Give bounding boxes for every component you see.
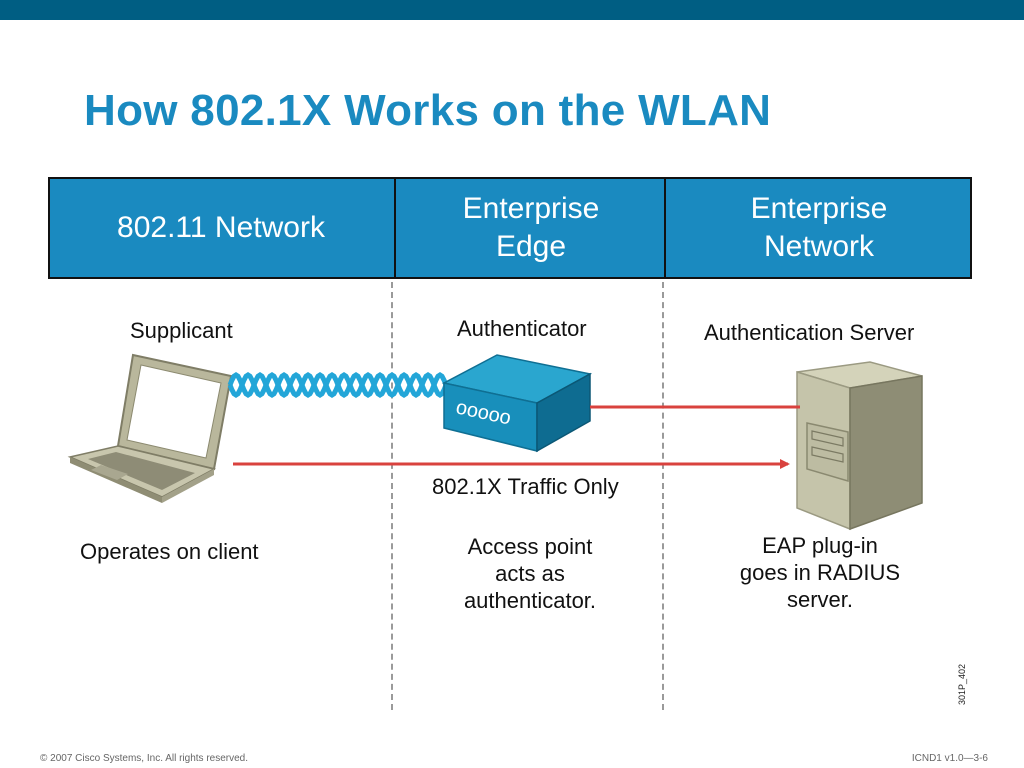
- footer-copyright: © 2007 Cisco Systems, Inc. All rights re…: [40, 753, 249, 764]
- zone-enterprise-edge: Enterprise Edge: [394, 179, 666, 277]
- zone-divider-right: [662, 282, 664, 710]
- zone-divider-left: [391, 282, 393, 710]
- server-description: EAP plug-in goes in RADIUS server.: [739, 533, 901, 612]
- radius-server-icon: [796, 361, 923, 531]
- zone-enterprise-network: Enterprise Network: [664, 179, 972, 277]
- access-point-icon: ooooo: [441, 354, 593, 453]
- client-description: Operates on client: [80, 539, 259, 564]
- slide-title: How 802.1X Works on the WLAN: [84, 86, 772, 135]
- traffic-label: 802.1X Traffic Only: [432, 474, 619, 499]
- figure-code: 301P_402: [957, 663, 967, 705]
- zone-802-11-network: 802.11 Network: [117, 211, 325, 244]
- zone-banner: 802.11 Network Enterprise Edge Enterpris…: [48, 177, 972, 279]
- ap-description: Access point acts as authenticator.: [463, 534, 597, 613]
- top-bar: [0, 0, 1024, 20]
- wireless-signal-icon: [227, 372, 449, 398]
- authenticator-label: Authenticator: [457, 316, 587, 341]
- supplicant-label: Supplicant: [130, 318, 233, 343]
- laptop-icon: [67, 353, 233, 503]
- footer-page-id: ICND1 v1.0—3-6: [911, 753, 988, 764]
- authentication-server-label: Authentication Server: [704, 320, 915, 345]
